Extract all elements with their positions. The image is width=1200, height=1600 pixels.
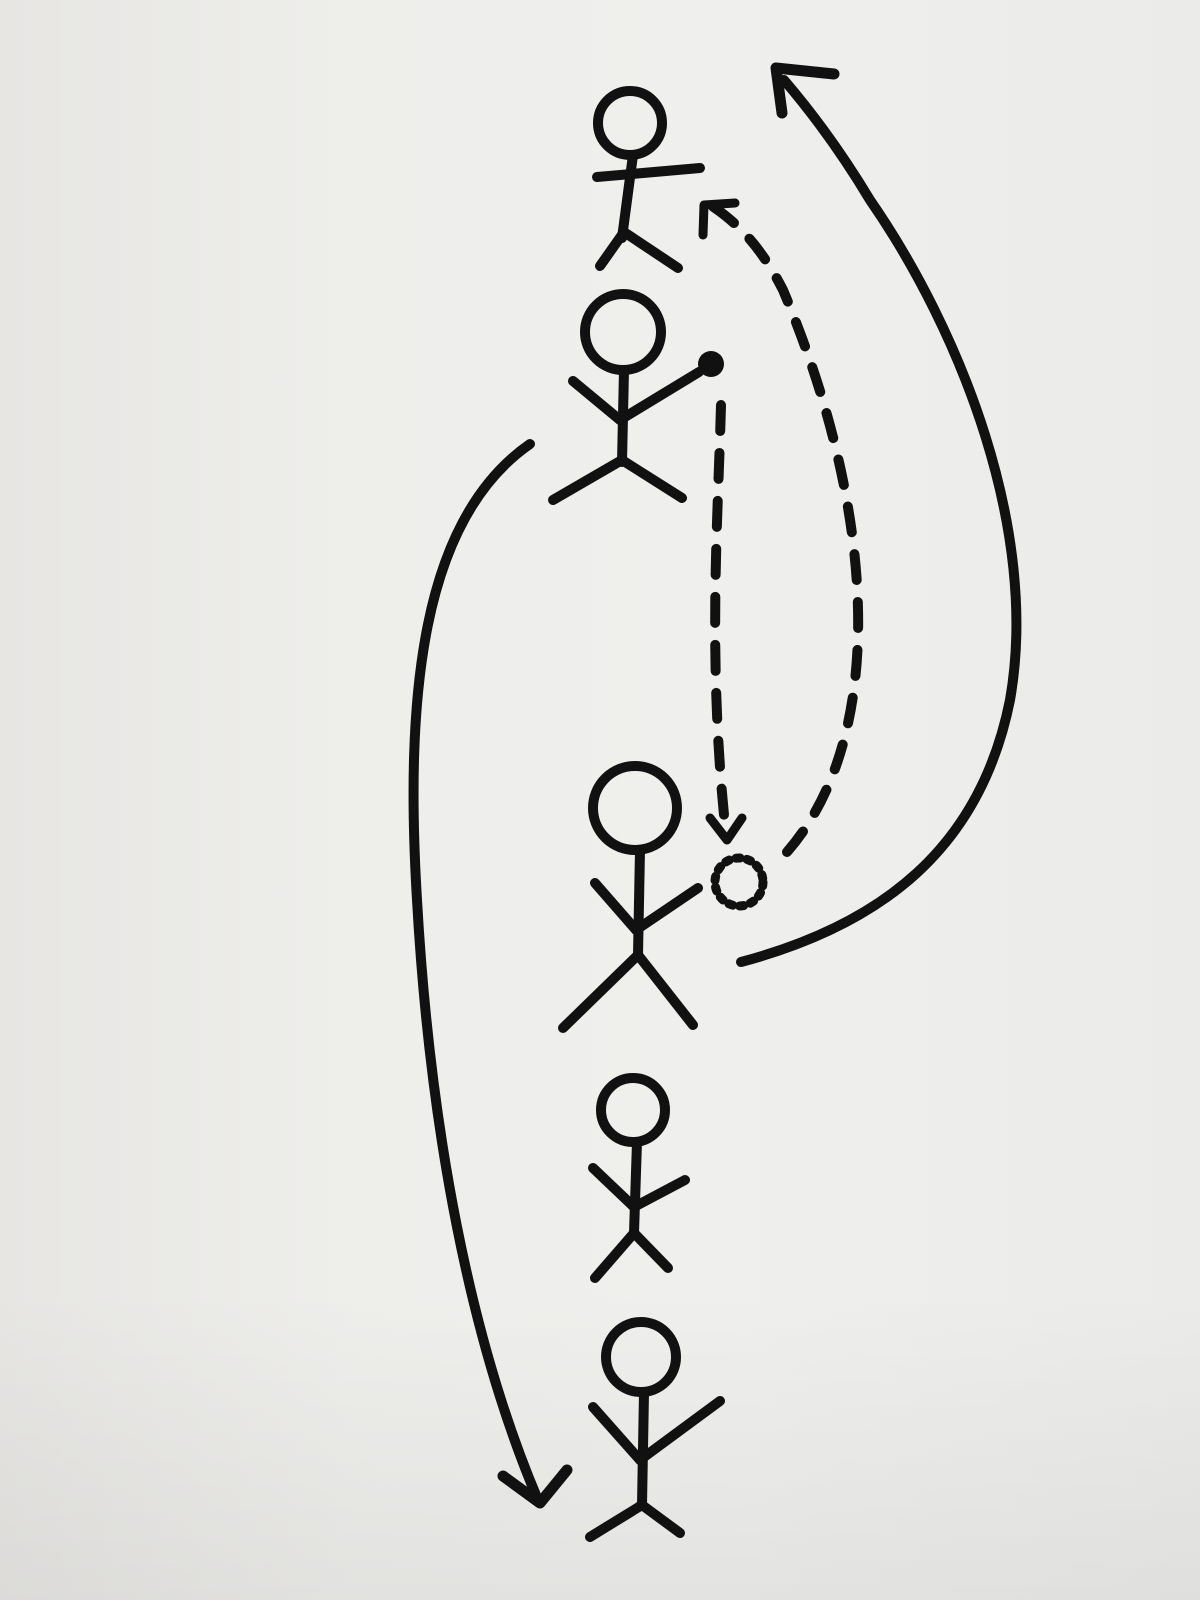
- player-arm: [629, 1175, 690, 1212]
- player-body: [633, 845, 645, 960]
- player-3-figure: [558, 761, 703, 1033]
- ball-target-icon: [710, 853, 768, 911]
- player-leg: [590, 1228, 639, 1283]
- paper-shadow: [0, 1290, 1200, 1600]
- player-leg: [558, 950, 643, 1033]
- run-3-to-1-path: [736, 62, 1022, 967]
- player-body: [637, 1387, 649, 1510]
- player-arm: [588, 1163, 639, 1212]
- player-head: [596, 1073, 670, 1147]
- player-5-figure: [585, 1317, 725, 1542]
- player-leg: [548, 455, 627, 505]
- player-2-figure: [548, 289, 704, 505]
- arrowhead-icon: [770, 62, 840, 119]
- player-head: [580, 289, 666, 375]
- player-arm: [615, 367, 704, 425]
- arrowhead-icon: [497, 1464, 573, 1509]
- ball-icon: [698, 351, 724, 377]
- player-leg: [629, 1228, 673, 1273]
- player-leg: [617, 455, 687, 503]
- player-leg: [619, 227, 683, 273]
- player-body: [629, 1137, 642, 1238]
- player-arm: [568, 376, 625, 425]
- player-leg: [595, 227, 629, 271]
- arrowhead-icon: [705, 813, 747, 845]
- player-head: [593, 86, 667, 160]
- player-arms: [592, 163, 705, 182]
- player-body: [617, 150, 638, 243]
- player-arm: [590, 878, 641, 935]
- player-leg: [585, 1500, 647, 1542]
- player-arm: [588, 1402, 645, 1465]
- player-leg: [633, 950, 698, 1030]
- player-leg: [637, 1500, 685, 1538]
- player-arm: [631, 883, 703, 935]
- player-1-figure: [592, 86, 705, 273]
- run-2-to-5-path: [408, 439, 573, 1509]
- player-arm: [635, 1396, 725, 1465]
- pass-2-to-3-path: [705, 400, 747, 845]
- arrowhead-icon: [698, 198, 740, 240]
- player-head: [601, 1317, 681, 1397]
- player-head: [588, 761, 682, 855]
- player-4-figure: [588, 1073, 690, 1283]
- pass-3-to-1-path: [698, 198, 864, 857]
